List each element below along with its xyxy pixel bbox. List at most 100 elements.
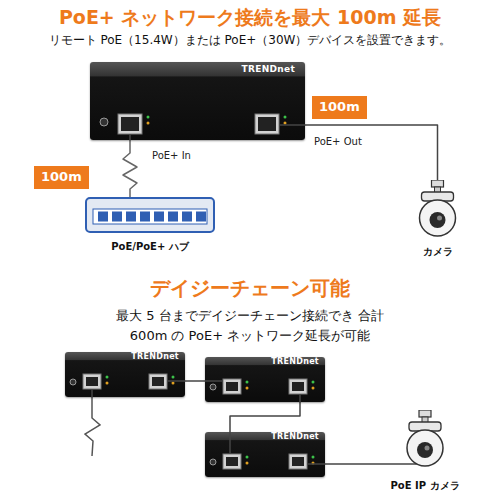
hub-port — [112, 212, 122, 222]
hub-panel — [93, 209, 207, 224]
rj45-port — [255, 114, 279, 134]
rj45-opening — [152, 377, 164, 386]
camera-dome — [407, 430, 443, 466]
main-title-box: PoE+ ネットワーク接続を最大 100m 延長 — [0, 6, 500, 30]
extender-device: TRENDnet — [205, 432, 325, 477]
port-cable — [91, 389, 93, 397]
port-label: PoE+ Out — [312, 136, 364, 149]
camera-label: カメラ — [423, 245, 453, 258]
port-cable — [229, 432, 231, 454]
rj45-opening — [86, 377, 98, 386]
camera-icon — [400, 180, 475, 238]
port-cable — [129, 134, 131, 140]
rj45-port — [289, 454, 307, 469]
status-led — [312, 387, 315, 390]
distance-text: 100m — [41, 169, 82, 186]
lens-highlight — [437, 216, 442, 221]
rj45-port — [289, 379, 307, 394]
status-led — [106, 382, 109, 385]
status-led — [246, 381, 249, 384]
hub-port — [196, 212, 206, 222]
edge-label-box: PoE+ Out — [312, 130, 364, 149]
hub-port — [168, 212, 178, 222]
port-cable — [279, 124, 305, 126]
port-cable — [307, 463, 325, 465]
hub-port — [126, 212, 136, 222]
dc-jack — [210, 384, 216, 390]
extender-device: TRENDnet — [205, 357, 325, 402]
edge-label-box: PoE+ In — [150, 144, 193, 163]
port-label: PoE+ In — [150, 150, 193, 163]
rj45-port — [223, 454, 241, 469]
status-led — [284, 116, 287, 119]
hub-port — [182, 212, 192, 222]
camera-mount — [432, 180, 444, 187]
subtitle-box: リモート PoE（15.4W）または PoE+（30W）デバイスを設置できます。 — [0, 33, 500, 49]
status-led — [246, 456, 249, 459]
status-led — [284, 122, 287, 125]
rj45-opening — [292, 457, 304, 466]
hub-body — [86, 198, 214, 232]
rj45-opening — [226, 457, 238, 466]
port-cable — [167, 380, 185, 382]
dc-jack — [210, 459, 216, 465]
subtitle: リモート PoE（15.4W）または PoE+（30W）デバイスを設置できます。 — [0, 33, 500, 49]
section-heading-box: デイジーチェーン可能 — [0, 276, 500, 301]
lens-highlight — [425, 446, 430, 451]
hub-port — [140, 212, 150, 222]
camera-icon — [380, 410, 470, 468]
cable-connector — [185, 380, 205, 382]
extender-device: TRENDnet — [90, 62, 305, 140]
ip-camera: カメラ — [400, 180, 475, 258]
rj45-opening — [226, 382, 238, 391]
camera-lens — [417, 442, 433, 458]
cable-connector — [325, 463, 380, 465]
camera-dome — [420, 200, 456, 236]
camera-label: PoE IP カメラ — [390, 479, 459, 492]
rj45-opening — [258, 117, 276, 131]
description: 最大 5 台までデイジーチェーン接続でき 合計 600m の PoE+ ネットワ… — [0, 306, 500, 346]
status-led — [106, 376, 109, 379]
camera-mount — [419, 410, 431, 417]
cable-connector — [230, 402, 300, 432]
lightning-wire — [85, 397, 100, 456]
hub-shape — [85, 197, 215, 234]
status-led — [246, 387, 249, 390]
port-cable — [299, 394, 301, 402]
description-box: 最大 5 台までデイジーチェーン接続でき 合計 600m の PoE+ ネットワ… — [0, 306, 500, 346]
extender-device: TRENDnet — [65, 352, 185, 397]
section-heading: デイジーチェーン可能 — [0, 276, 500, 301]
dc-jack — [70, 379, 76, 385]
hub-port — [98, 212, 108, 222]
port-cable — [205, 380, 223, 382]
status-led — [312, 456, 315, 459]
brand-logo: TRENDnet — [271, 433, 319, 442]
rj45-opening — [292, 382, 304, 391]
main-title: PoE+ ネットワーク接続を最大 100m 延長 — [0, 6, 500, 30]
cable-connector — [305, 125, 438, 180]
camera-lens — [430, 212, 446, 228]
brand-logo: TRENDnet — [271, 358, 319, 367]
rj45-opening — [121, 117, 139, 131]
hub-label: PoE/PoE+ ハブ — [111, 240, 189, 253]
distance-tag: 100m — [312, 96, 367, 119]
rj45-port — [118, 114, 142, 134]
status-led — [172, 376, 175, 379]
status-led — [312, 381, 315, 384]
status-led — [147, 122, 150, 125]
rj45-port — [149, 374, 167, 389]
camera-cable — [380, 463, 417, 465]
dc-jack — [100, 118, 108, 126]
status-led — [147, 116, 150, 119]
rj45-port — [223, 379, 241, 394]
rj45-port — [83, 374, 101, 389]
hub-port — [154, 212, 164, 222]
distance-tag: 100m — [34, 166, 89, 189]
poe-hub: PoE/PoE+ ハブ — [85, 197, 215, 253]
ip-camera: PoE IP カメラ — [380, 410, 470, 492]
cable-connector — [123, 140, 137, 197]
status-led — [172, 382, 175, 385]
distance-text: 100m — [319, 99, 360, 116]
brand-logo: TRENDnet — [242, 65, 295, 75]
